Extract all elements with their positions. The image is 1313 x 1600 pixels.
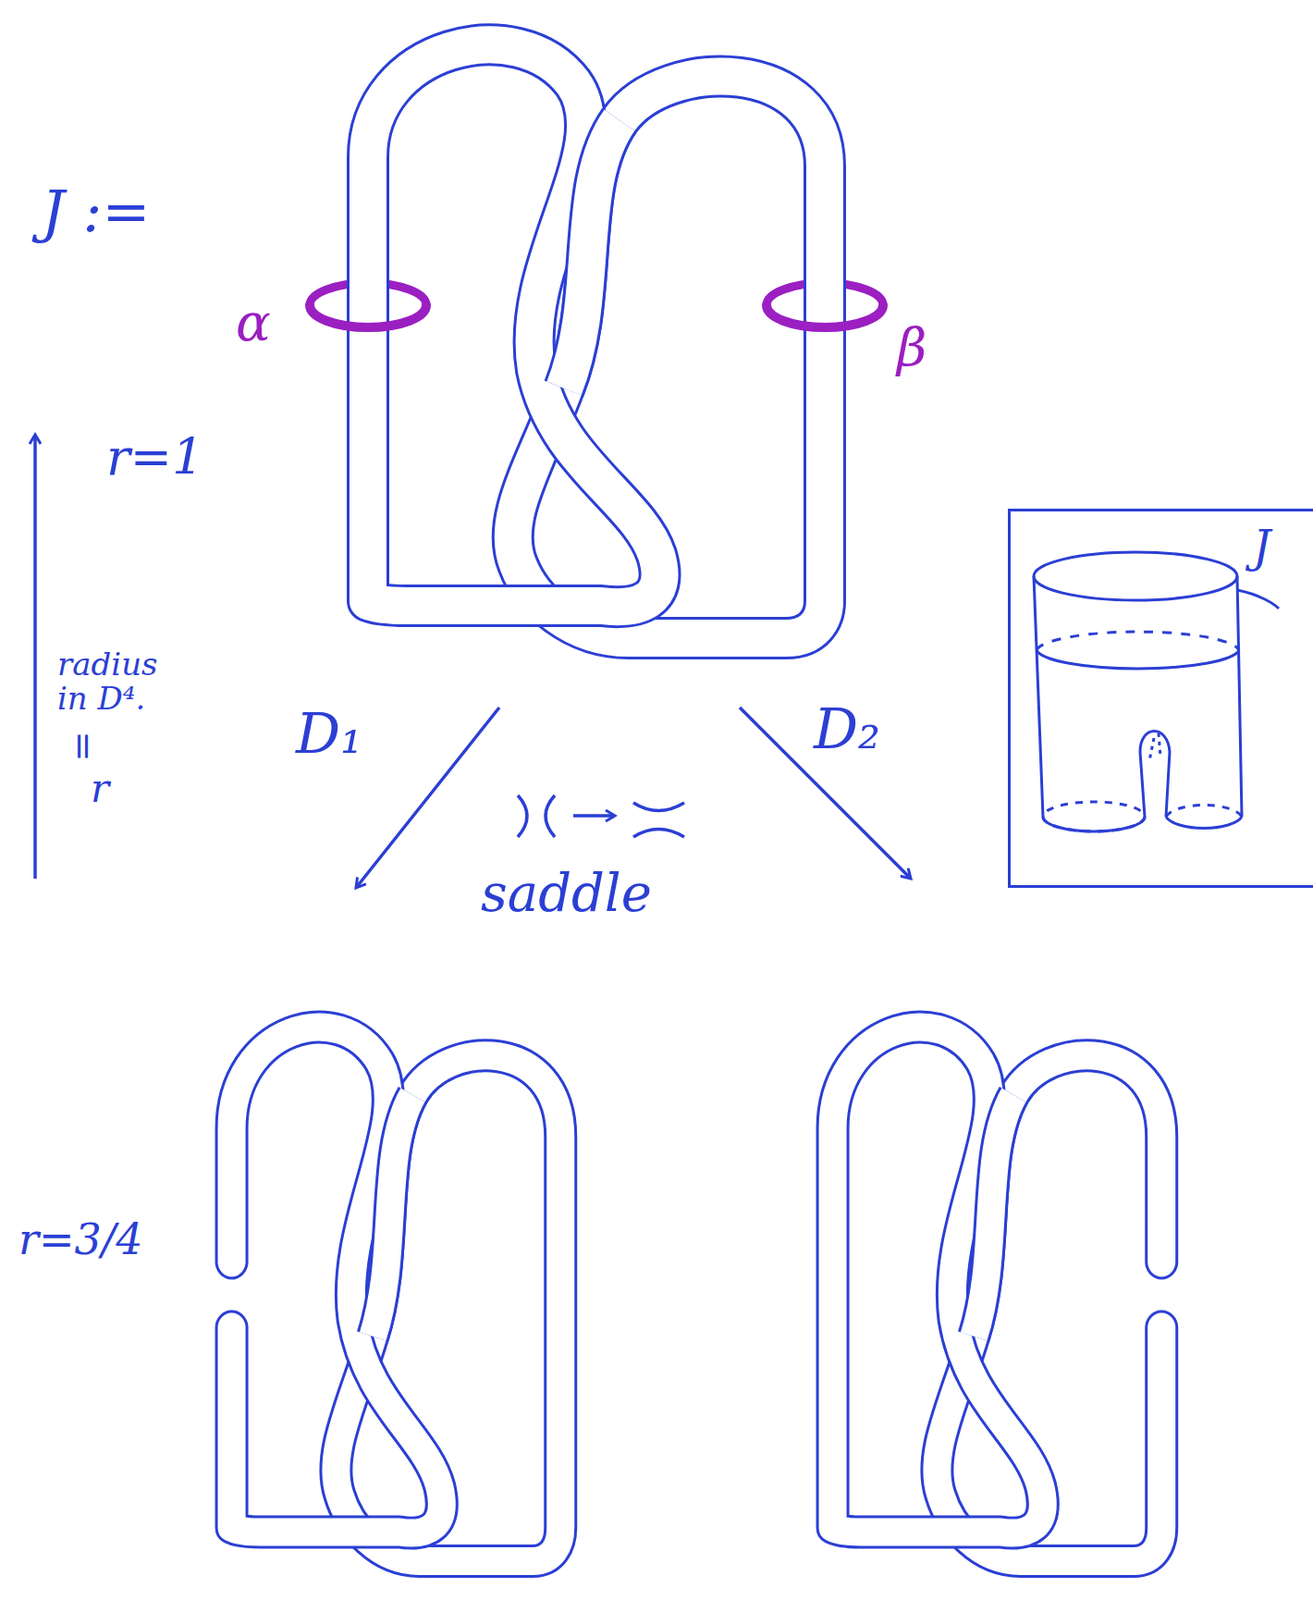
surface-band [973,1094,1014,1337]
pants-outline [1033,576,1044,817]
move-label: saddle [480,864,652,922]
saddle-gap [1141,1261,1182,1328]
surface-band [564,120,620,389]
pants-outline [1033,552,1238,601]
surface-band [973,1094,1014,1337]
disk-label: D₁ [295,702,363,764]
surface-band [564,120,620,389]
pants-outline [1165,816,1242,829]
band-cap [1146,1311,1178,1328]
surface-band [833,1027,1044,1534]
surface-band [833,1027,1044,1534]
surface-band [368,44,661,607]
band-move-arrow [355,707,500,888]
surface-band [372,1094,413,1337]
band-cap [216,1311,247,1328]
definition-label: J := [41,180,150,244]
meridian-label: β [896,319,927,377]
pants-outline [1165,804,1242,817]
pants-outline [1043,801,1145,832]
pants-outline [1140,731,1170,818]
radius-value: r=1 [106,429,204,485]
meridian-label: α [235,294,271,352]
saddle-gap [211,1261,252,1328]
pants-outline [1043,816,1145,832]
meridian-alpha [309,305,427,328]
saddle-symbol [517,795,685,837]
axis-note: radius in D⁴. [57,647,197,717]
inset-panel: J [1007,508,1313,888]
radius-symbol: r [90,767,110,810]
knot-after-saddle [833,1027,1182,1561]
pants-outline [1237,576,1242,817]
surface-band [232,1027,442,1534]
radius-value: r=3/4 [18,1215,144,1264]
pants-outline [1149,733,1161,761]
surface-band [232,1027,442,1534]
band-cap [216,1261,247,1278]
surface-band [372,1094,413,1337]
knot-J [309,44,884,639]
disk-label: D₂ [813,698,881,760]
knot-name: J [1252,522,1271,572]
radius-arrow [33,434,37,879]
surface-band [368,44,661,607]
band-cap [1146,1261,1178,1278]
pants-outline [1036,631,1240,651]
meridian-beta [766,305,884,328]
pants-outline [1036,650,1240,669]
knot-after-saddle [211,1027,561,1561]
pants-outline [1237,589,1279,609]
equals-mark: = [63,730,105,762]
